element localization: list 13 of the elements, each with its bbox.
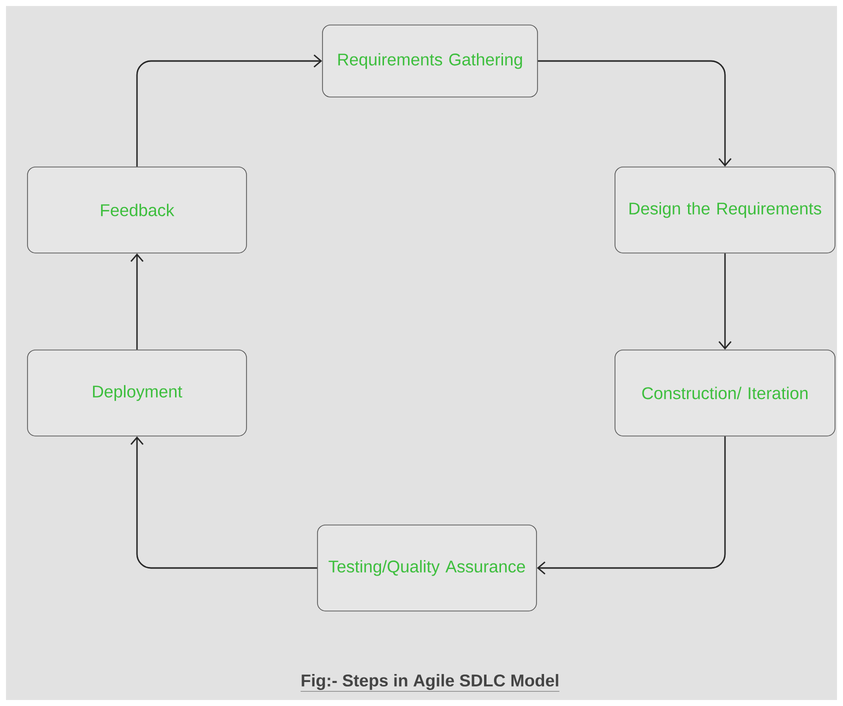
arrow: [130, 436, 318, 569]
caption: Fig:- Steps in Agile SDLC Model: [300, 674, 560, 692]
arrow: [718, 253, 732, 350]
arrow: [130, 253, 144, 350]
arrow: [536, 436, 726, 575]
arrow: [538, 60, 732, 167]
process-box: Design the Requirements: [614, 166, 836, 254]
process-box: Deployment: [27, 350, 247, 436]
arrow: [136, 54, 322, 167]
process-box: Testing/Quality Assurance: [317, 524, 537, 612]
process-box: Requirements Gathering: [322, 24, 538, 98]
process-box: Construction/ Iteration: [614, 350, 836, 436]
process-box: Feedback: [27, 166, 247, 254]
